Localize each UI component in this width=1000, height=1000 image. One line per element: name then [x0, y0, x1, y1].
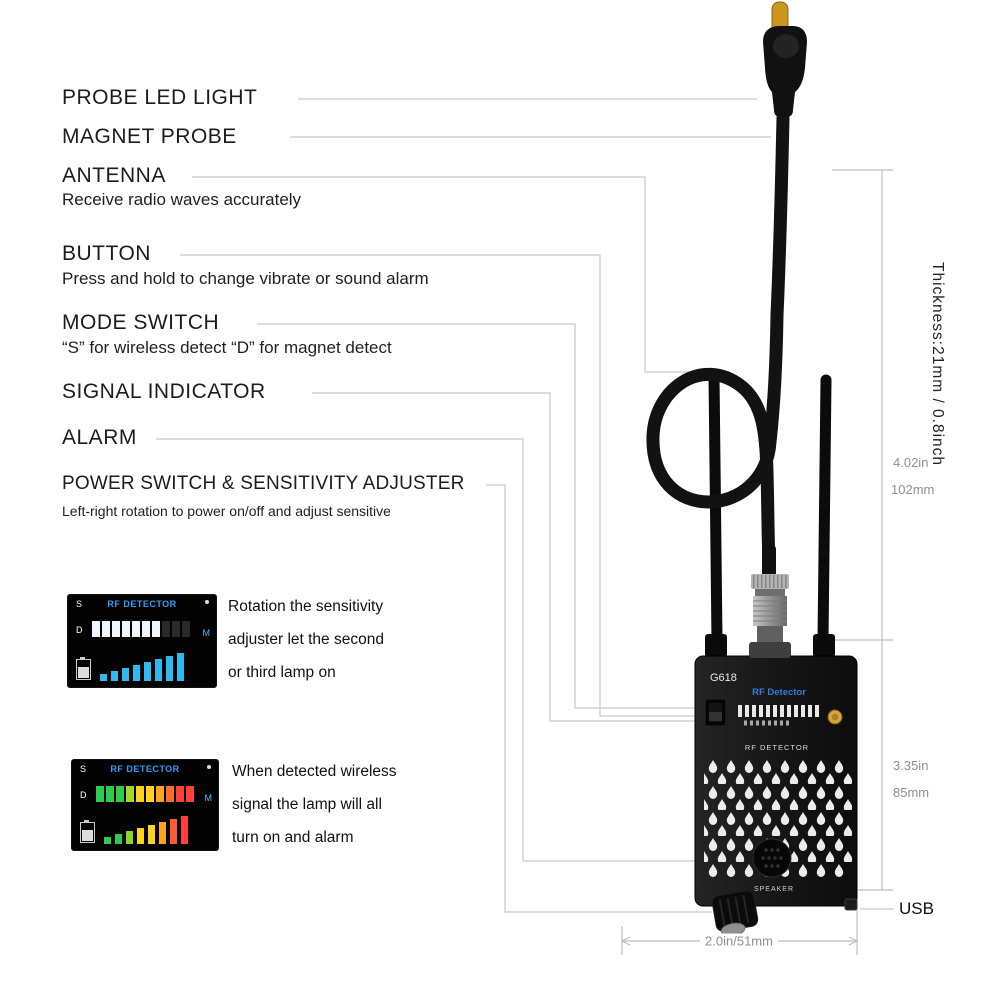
- label-antenna-desc: Receive radio waves accurately: [62, 190, 302, 209]
- antenna-right: [817, 374, 832, 646]
- label-probe-led-light: PROBE LED LIGHT: [62, 86, 258, 109]
- usb-port: [844, 898, 858, 911]
- dim-width: 2.0in/51mm: [700, 933, 778, 949]
- label-mode-switch-desc: “S” for wireless detect “D” for magnet d…: [62, 338, 392, 357]
- magnet-probe-cable: [646, 111, 790, 567]
- inset-s-label: S: [80, 764, 87, 774]
- speaker-label-text: SPEAKER: [754, 886, 794, 893]
- caption-line: When detected wireless: [232, 763, 397, 780]
- inset-d-label: D: [76, 625, 83, 635]
- dim-lower-inches: 3.35in: [893, 758, 929, 773]
- label-usb: USB: [899, 899, 934, 918]
- leader-power-switch: [486, 484, 712, 913]
- label-power-switch-desc: Left-right rotation to power on/off and …: [62, 503, 391, 519]
- inset-screen-title: RF DETECTOR: [110, 764, 180, 774]
- caption-line: adjuster let the second: [228, 631, 384, 648]
- label-signal-indicator: SIGNAL INDICATOR: [62, 380, 266, 403]
- leader-signal-indicator: [312, 392, 727, 722]
- inset-m-label: M: [202, 628, 211, 638]
- probe-led-light: [773, 34, 799, 58]
- leader-alarm: [156, 438, 750, 862]
- inset-segment-gauge: [92, 621, 190, 637]
- leader-mode-switch: [257, 323, 703, 709]
- inset-m-label: M: [204, 793, 213, 803]
- connector: [749, 545, 791, 658]
- dim-lower-mm: 85mm: [893, 785, 930, 800]
- inset-segment-gauge: [96, 786, 194, 802]
- caption-line: Rotation the sensitivity: [228, 598, 384, 615]
- inset-led-dot: [207, 765, 211, 769]
- leader-lines: [156, 98, 894, 913]
- inset-screen-title: RF DETECTOR: [107, 599, 177, 609]
- battery-icon: [76, 657, 91, 680]
- caption-line: turn on and alarm: [232, 829, 354, 846]
- label-button-desc: Press and hold to change vibrate or soun…: [62, 269, 429, 288]
- magnet-probe-head: [763, 26, 807, 117]
- label-antenna: ANTENNA: [62, 164, 166, 187]
- model-text: G618: [710, 672, 737, 684]
- dim-thickness: Thickness:21mm / 0.8inch: [929, 262, 946, 467]
- label-magnet-probe: MAGNET PROBE: [62, 125, 237, 148]
- label-power-switch: POWER SWITCH & SENSITIVITY ADJUSTER: [62, 473, 465, 494]
- caption-sensitivity: Rotation the sensitivity adjuster let th…: [228, 598, 384, 697]
- caption-line: or third lamp on: [228, 664, 336, 681]
- display-inset-normal: S RF DETECTOR D M: [68, 595, 216, 687]
- label-alarm: ALARM: [62, 426, 137, 449]
- battery-icon: [80, 820, 95, 843]
- leader-antenna: [192, 176, 705, 373]
- antenna-base-left: [705, 634, 727, 658]
- caption-line: signal the lamp will all: [232, 796, 382, 813]
- caption-alarm: When detected wireless signal the lamp w…: [232, 763, 397, 862]
- inset-d-label: D: [80, 790, 87, 800]
- screen-brand-text: RF Detector: [752, 687, 806, 698]
- label-mode-switch: MODE SWITCH: [62, 311, 220, 334]
- panel-label-text: RF DETECTOR: [745, 743, 809, 752]
- speaker: [752, 838, 792, 878]
- power-knob: [711, 890, 759, 937]
- label-button: BUTTON: [62, 242, 151, 265]
- inset-led-dot: [205, 600, 209, 604]
- display-inset-alarm: S RF DETECTOR D M: [72, 760, 218, 850]
- antenna-base-right: [813, 634, 835, 658]
- dim-upper-inches: 4.02in: [893, 455, 929, 470]
- dim-upper-mm: 102mm: [891, 482, 935, 497]
- device-face: G618 RF Detector RF DETECTOR SPEAKER: [704, 672, 858, 911]
- inset-signal-bars: [100, 651, 184, 681]
- inset-signal-bars: [104, 814, 188, 844]
- inset-s-label: S: [76, 599, 83, 609]
